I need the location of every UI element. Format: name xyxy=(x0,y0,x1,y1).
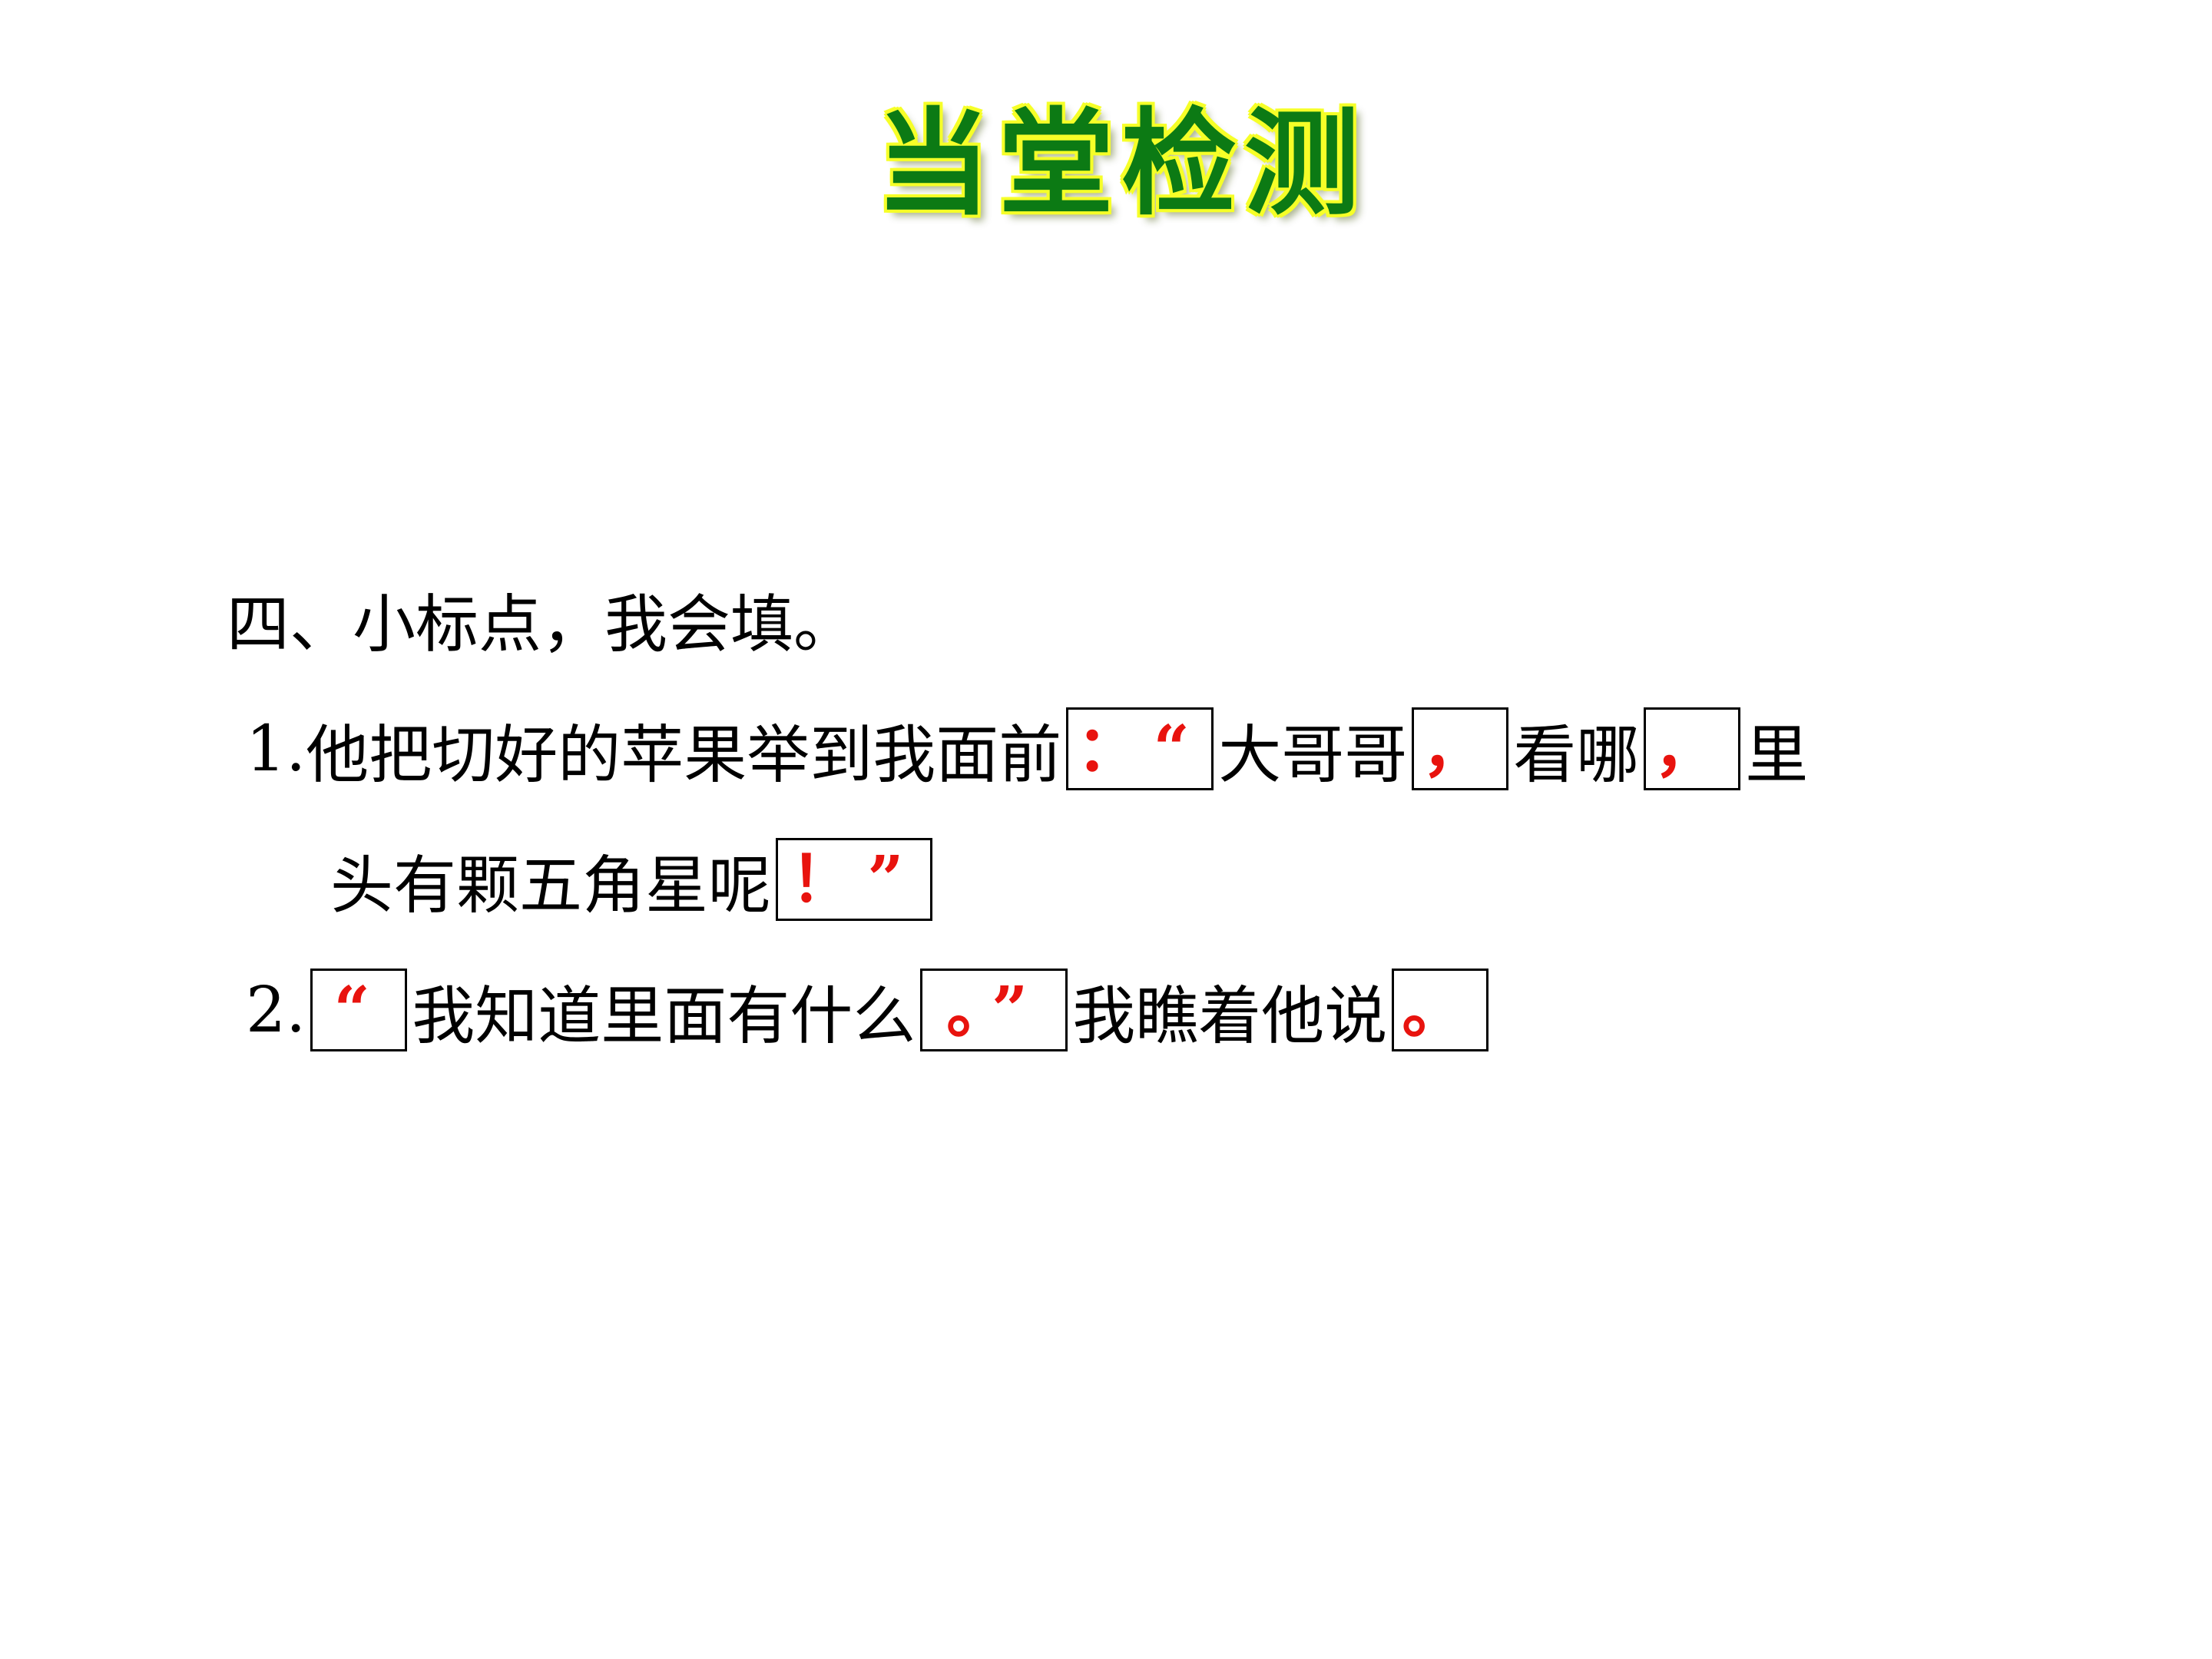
question-1-text-4: 里 xyxy=(1745,718,1809,792)
answer-box-1-3[interactable]: ， xyxy=(1644,707,1741,790)
question-2-text-2: 我瞧着他说 xyxy=(1072,979,1388,1053)
question-2-line: 2. “ 我知道里面有什么 。” 我瞧着他说 。 xyxy=(246,964,1493,1056)
section-heading: 四、小标点，我会填。 xyxy=(227,572,856,664)
answer-box-1-1[interactable]: ：“ xyxy=(1066,707,1214,790)
question-1-text-1: 他把切好的苹果举到我面前 xyxy=(306,718,1062,792)
section-heading-text: 四、小标点，我会填。 xyxy=(227,588,857,661)
banner-title: 当堂检测 xyxy=(875,97,1367,231)
question-1-text-5: 头有颗五角星呢 xyxy=(330,849,772,922)
question-1-text-2: 大哥哥 xyxy=(1218,718,1408,792)
question-2-text-1: 我知道里面有什么 xyxy=(412,979,916,1053)
answer-box-2-3[interactable]: 。 xyxy=(1392,969,1489,1051)
answer-box-2-1[interactable]: “ xyxy=(310,969,408,1051)
question-1-number: 1. xyxy=(246,712,306,786)
question-1-line-2: 头有颗五角星呢 ！” xyxy=(330,833,937,926)
answer-box-1-4[interactable]: ！” xyxy=(776,838,933,921)
question-2-number: 2. xyxy=(246,973,306,1047)
question-1-line-1: 1. 他把切好的苹果举到我面前 ：“ 大哥哥 ， 看哪 ， 里 xyxy=(246,703,1808,795)
question-1-text-3: 看哪 xyxy=(1513,718,1640,792)
answer-box-1-2[interactable]: ， xyxy=(1412,707,1509,790)
answer-box-2-2[interactable]: 。” xyxy=(920,969,1068,1051)
